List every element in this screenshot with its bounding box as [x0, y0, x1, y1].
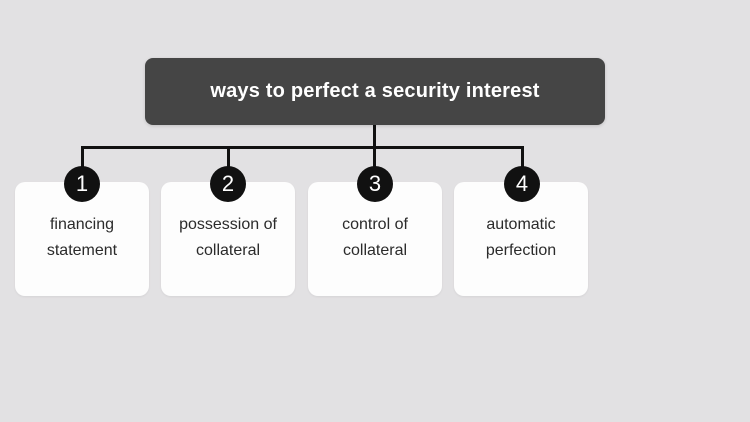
number-badge-4: 4	[504, 166, 540, 202]
connector-drop-4	[521, 147, 524, 171]
number-badge-label: 4	[515, 171, 529, 196]
connector-trunk	[373, 125, 376, 147]
connector-drop-1	[81, 147, 84, 171]
connector-drop-3	[373, 147, 376, 171]
number-badge-label: 1	[75, 171, 89, 196]
branch-card-label: financing statement	[46, 216, 118, 259]
branch-card: control of collateral	[308, 182, 442, 296]
root-node: ways to perfect a security interest	[145, 58, 605, 125]
number-badge-2: 2	[210, 166, 246, 202]
branch-card-label: possession of collateral	[179, 216, 277, 259]
number-badge-1: 1	[64, 166, 100, 202]
root-node-label: ways to perfect a security interest	[210, 80, 540, 102]
branch-card-label: automatic perfection	[485, 216, 557, 259]
connector-drop-2	[227, 147, 230, 171]
branch-card-label: control of collateral	[342, 216, 408, 259]
connector-horizontal	[81, 146, 524, 149]
number-badge-label: 3	[368, 171, 382, 196]
number-badge-3: 3	[357, 166, 393, 202]
number-badge-label: 2	[221, 171, 235, 196]
